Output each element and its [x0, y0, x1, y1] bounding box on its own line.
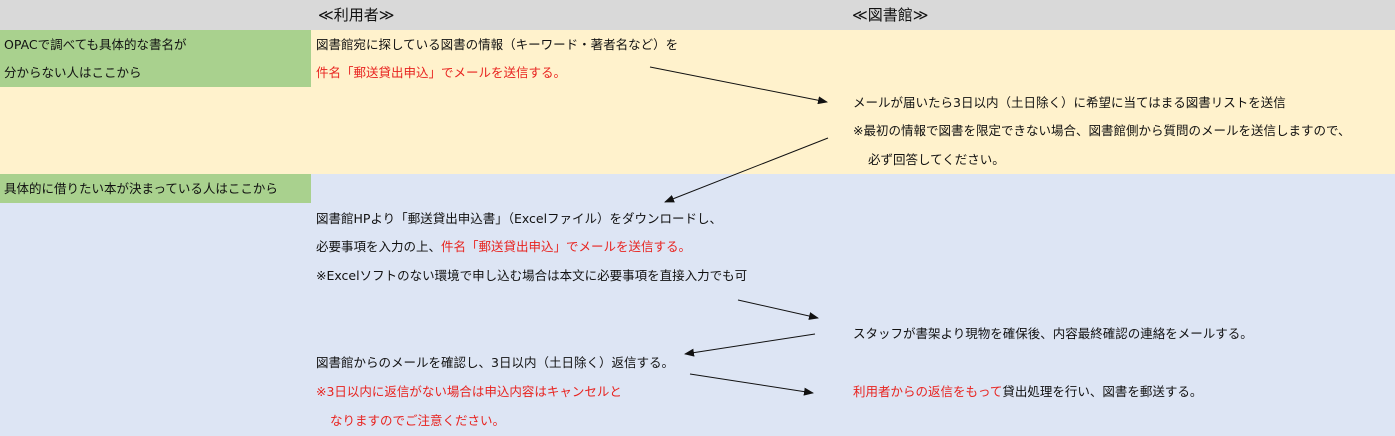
arrow-s2-reply	[689, 373, 814, 396]
arrow-s1-to-user	[664, 137, 829, 203]
s1-user-line1: 図書館宛に探している図書の情報（キーワード・著者名など）を	[316, 37, 679, 52]
s2-user-line3: ※Excelソフトのない環境で申し込む場合は本文に必要事項を直接入力でも可	[316, 268, 748, 283]
label-unknown-title: OPACで調べても具体的な書名が 分からない人はここから	[0, 30, 311, 87]
label-known-title-text: 具体的に借りたい本が決まっている人はここから	[4, 181, 278, 196]
s2-user-line4: 図書館からのメールを確認し、3日以内（土日除く）返信する。	[316, 355, 674, 370]
s2-user-line6: なりますのでご注意ください。	[330, 413, 506, 428]
label-unknown-title-line1: OPACで調べても具体的な書名が	[4, 37, 187, 52]
section-known-title	[0, 174, 1395, 436]
s2-user-line2: 必要事項を入力の上、件名「郵送貸出申込」でメールを送信する。	[316, 239, 691, 255]
user-column-header: ≪利用者≫	[318, 6, 395, 24]
s2-lib-line2-red: 利用者からの返信をもって	[853, 384, 1003, 399]
library-column-header: ≪図書館≫	[852, 6, 929, 24]
s2-lib-line1: スタッフが書架より現物を確保後、内容最終確認の連絡をメールする。	[853, 326, 1253, 341]
s2-user-line2-red: 件名「郵送貸出申込」でメールを送信する。	[441, 239, 692, 254]
s1-lib-line1: メールが届いたら3日以内（土日除く）に希望に当てはまる図書リストを送信	[853, 95, 1286, 110]
label-unknown-title-line2: 分からない人はここから	[4, 65, 142, 80]
arrow-s2-to-user	[684, 333, 816, 357]
s1-lib-line2: ※最初の情報で図書を限定できない場合、図書館側から質問のメールを送信しますので、	[853, 123, 1351, 138]
header-row: ≪利用者≫ ≪図書館≫	[0, 0, 1395, 30]
arrow-s2-to-library	[737, 299, 819, 320]
arrow-s1-to-library	[649, 66, 828, 105]
label-known-title: 具体的に借りたい本が決まっている人はここから	[0, 174, 311, 203]
s2-user-line2-black: 必要事項を入力の上、	[316, 239, 442, 254]
s2-user-line1: 図書館HPより「郵送貸出申込書」（Excelファイル）をダウンロードし、	[316, 211, 723, 226]
s2-lib-line2-black: 貸出処理を行い、図書を郵送する。	[1002, 384, 1203, 399]
s1-user-line2: 件名「郵送貸出申込」でメールを送信する。	[316, 65, 567, 80]
s1-lib-line3: 必ず回答してください。	[868, 152, 1005, 167]
s2-user-line5: ※3日以内に返信がない場合は申込内容はキャンセルと	[316, 384, 622, 399]
s2-lib-line2: 利用者からの返信をもって貸出処理を行い、図書を郵送する。	[853, 384, 1202, 400]
